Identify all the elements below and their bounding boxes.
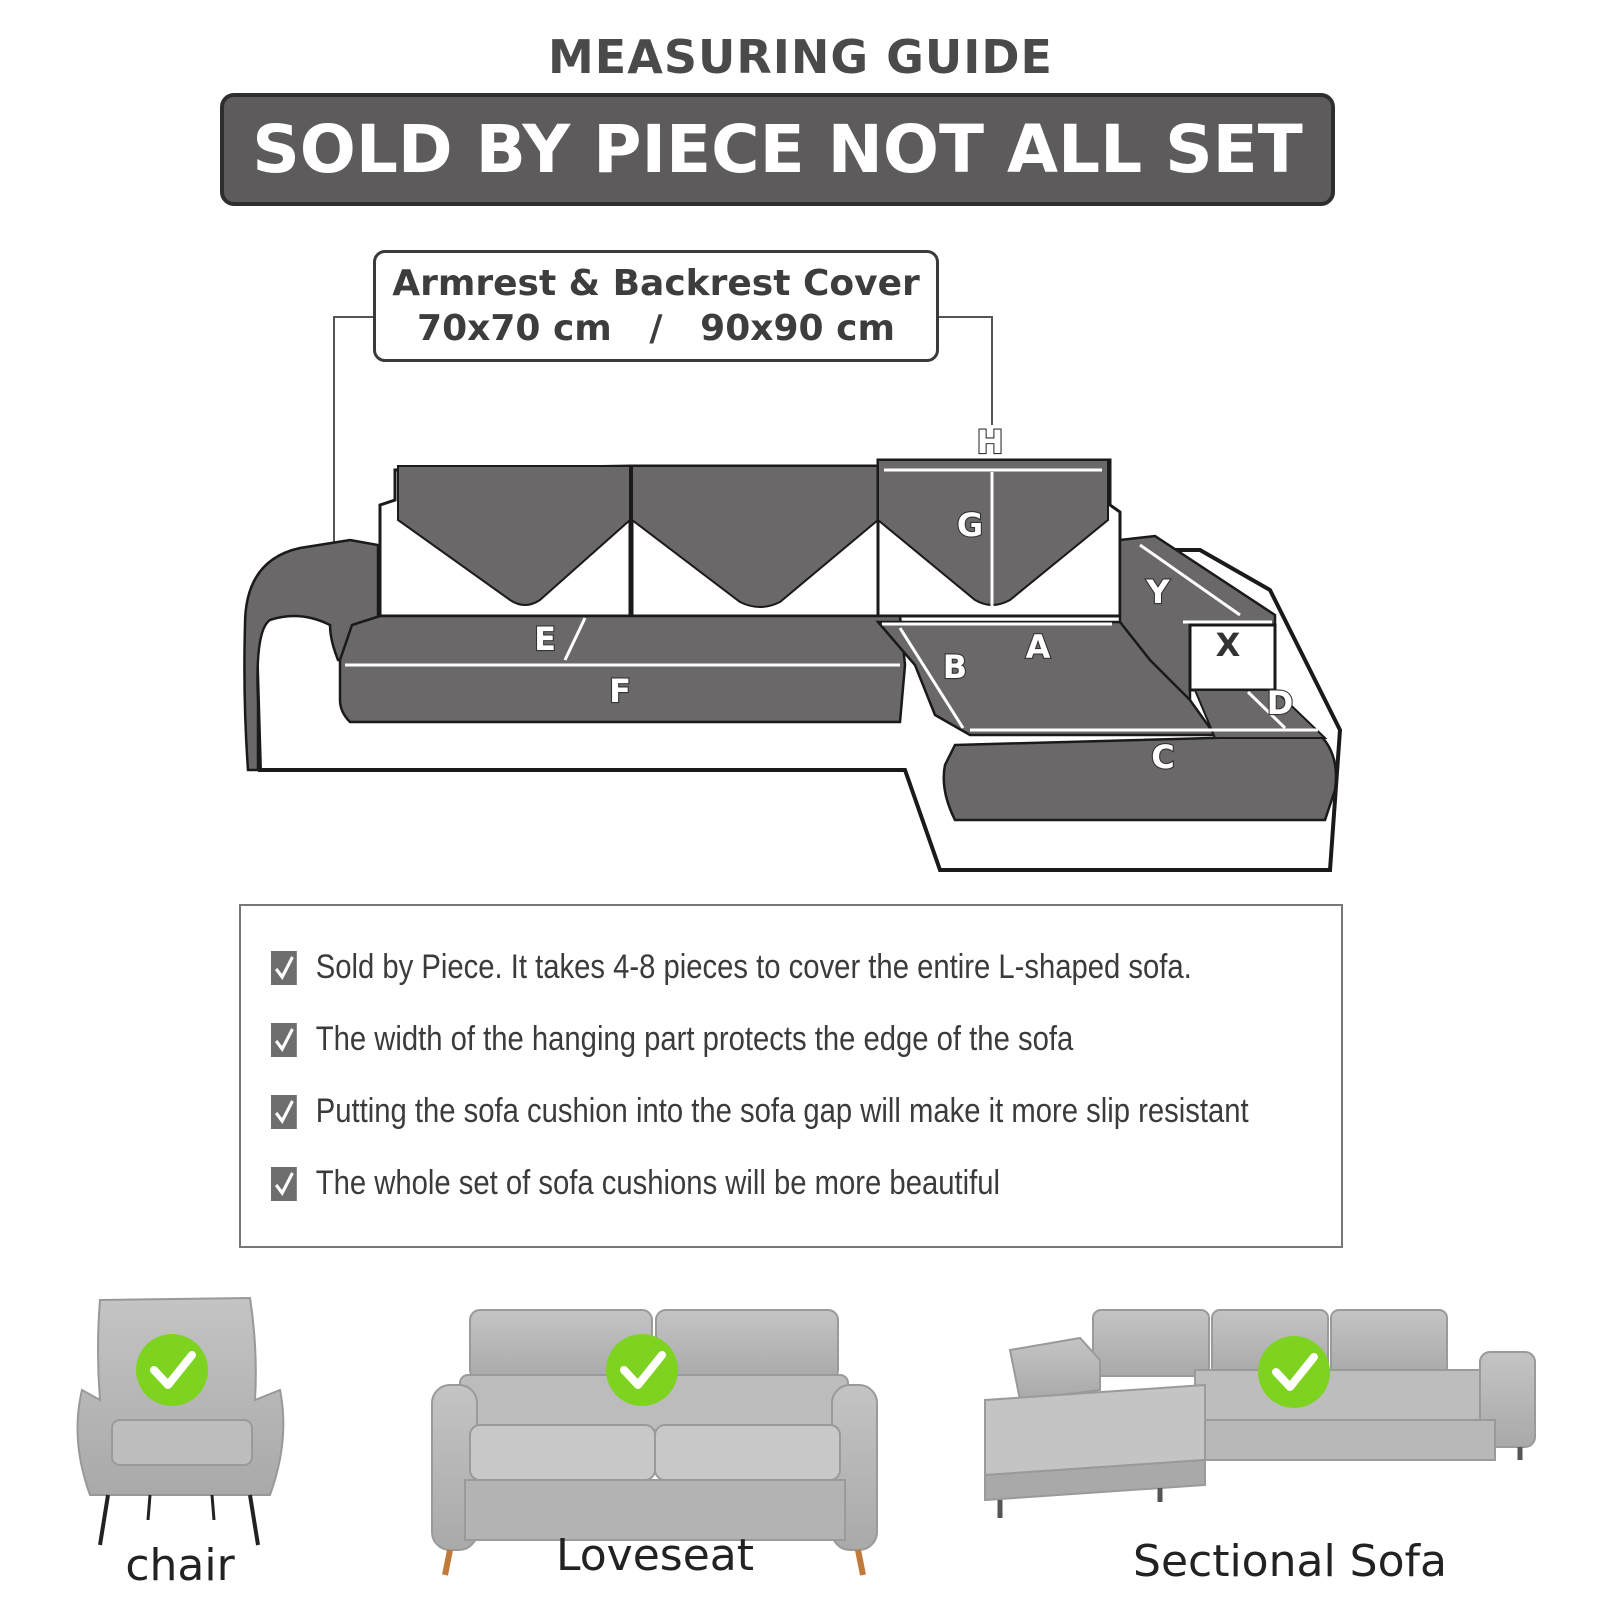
loveseat-illustration — [431, 1309, 878, 1576]
dimension-lines — [345, 468, 1318, 732]
feature-item: Putting the sofa cushion into the sofa g… — [271, 1092, 1249, 1131]
check-icon — [1258, 1336, 1330, 1408]
feature-text: The width of the hanging part protects t… — [315, 1020, 1074, 1058]
callout-title: Armrest & Backrest Cover — [392, 263, 920, 304]
backrest-cover-1 — [397, 465, 631, 606]
feature-text: Sold by Piece. It takes 4-8 pieces to co… — [315, 948, 1192, 986]
label-y: Y — [1145, 573, 1170, 611]
check-icon — [606, 1334, 678, 1406]
label-d: D — [1267, 684, 1294, 722]
label-loveseat: Loveseat — [556, 1530, 754, 1581]
main-seat-cover — [338, 614, 907, 724]
label-e: E — [534, 620, 556, 658]
check-icon — [136, 1334, 208, 1406]
backrest-cover-2 — [631, 465, 879, 608]
page-title: MEASURING GUIDE — [548, 30, 1053, 84]
sofa-types-illustration — [76, 1296, 1536, 1576]
feature-text: The whole set of sofa cushions will be m… — [315, 1164, 1000, 1202]
banner-text: SOLD BY PIECE NOT ALL SET — [252, 111, 1303, 188]
chaise-front-cover — [942, 733, 1338, 822]
feature-list-box: Sold by Piece. It takes 4-8 pieces to co… — [239, 904, 1343, 1248]
sold-by-piece-banner: SOLD BY PIECE NOT ALL SET — [220, 93, 1335, 206]
feature-item: The width of the hanging part protects t… — [271, 1020, 1073, 1059]
l-shaped-sofa-diagram: H G Y X E A B F D C — [243, 316, 1343, 872]
label-x: X — [1216, 626, 1241, 664]
callout-leader-left — [333, 316, 373, 578]
label-h: H — [977, 423, 1004, 461]
label-sectional-sofa: Sectional Sofa — [1133, 1536, 1447, 1587]
checkbox-checked-icon — [271, 1094, 297, 1129]
feature-item: Sold by Piece. It takes 4-8 pieces to co… — [271, 948, 1192, 987]
label-a: A — [1026, 628, 1051, 666]
checkbox-checked-icon — [271, 1166, 297, 1201]
sectional-sofa-illustration — [984, 1309, 1536, 1518]
label-chair: chair — [125, 1540, 235, 1591]
chaise-corner-cover — [1193, 689, 1328, 739]
left-armrest-cover — [243, 538, 380, 772]
label-c: C — [1151, 738, 1174, 776]
label-f: F — [609, 672, 631, 710]
checkbox-checked-icon — [271, 1022, 297, 1057]
checkbox-checked-icon — [271, 950, 297, 985]
callout-leader-right — [939, 316, 993, 425]
callout-sizes: 70x70 cm / 90x90 cm — [417, 308, 895, 349]
feature-text: Putting the sofa cushion into the sofa g… — [315, 1092, 1249, 1130]
label-g: G — [957, 506, 983, 544]
feature-item: The whole set of sofa cushions will be m… — [271, 1164, 1000, 1203]
armrest-backrest-callout: Armrest & Backrest Cover 70x70 cm / 90x9… — [373, 250, 939, 362]
label-b: B — [943, 648, 967, 686]
